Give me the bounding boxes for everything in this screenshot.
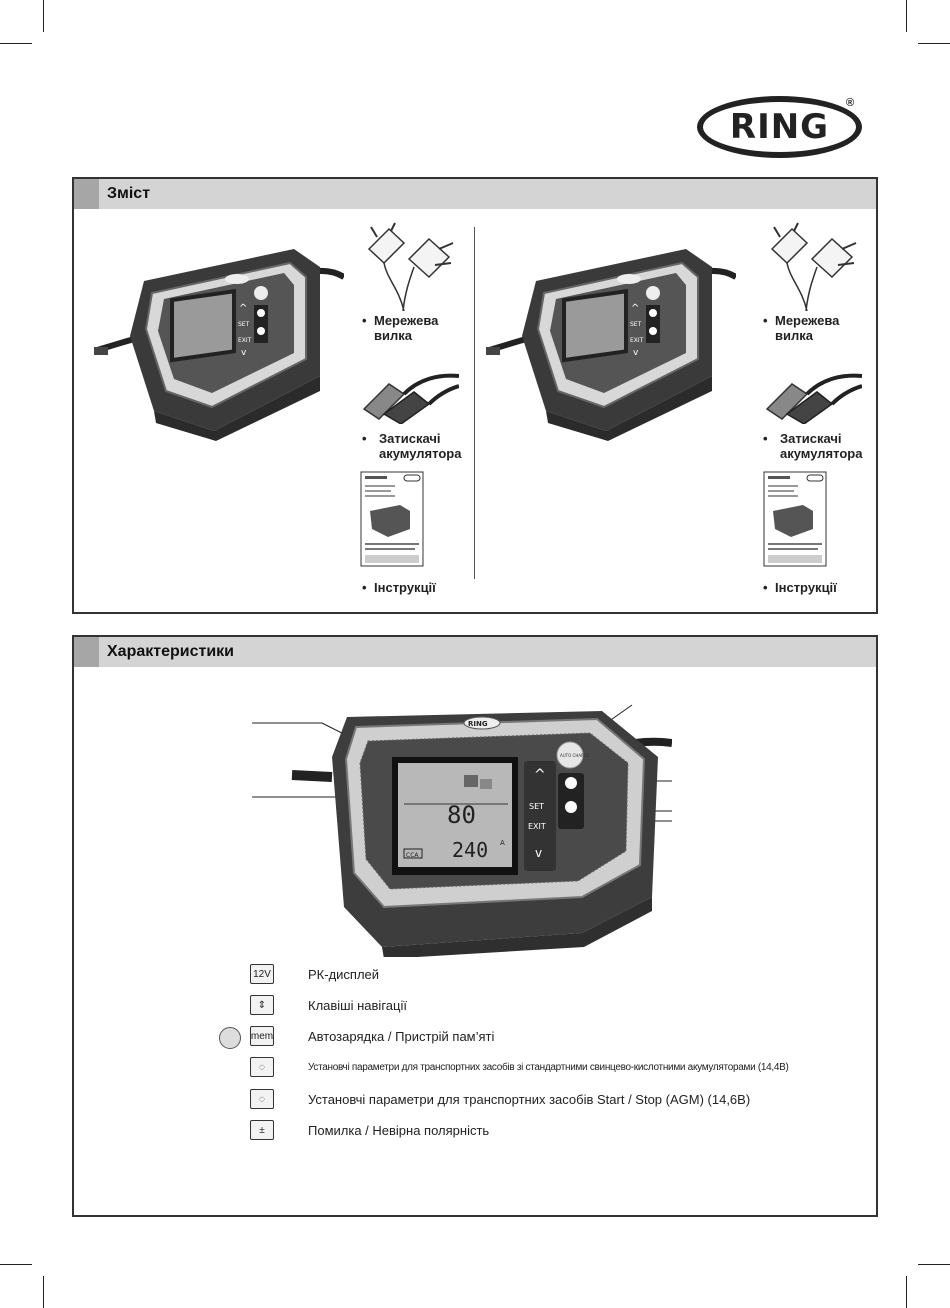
crop-mark — [43, 0, 44, 32]
svg-text:^: ^ — [631, 303, 639, 314]
feature-item-navigation: ⇕ Клавіші навігації — [74, 995, 874, 1019]
column-divider — [474, 227, 475, 579]
item-label: Мережева вилка — [374, 313, 439, 343]
svg-text:AUTO CHARGE: AUTO CHARGE — [560, 753, 590, 758]
ring-logo: RING — [697, 96, 862, 158]
instructions-booklet-image-left — [360, 471, 424, 567]
item-label: Затискачі акумулятора — [379, 431, 462, 461]
contents-section: Зміст ^ SET EXIT v — [72, 177, 878, 614]
svg-text:SET: SET — [630, 321, 642, 328]
registered-mark: ® — [846, 97, 855, 109]
contents-item-battery-clamps: • Затискачі акумулятора — [362, 431, 461, 461]
lcd-display-icon: 12V — [250, 964, 274, 984]
item-label: Мережева вилка — [775, 313, 840, 343]
memory-icon: mem — [250, 1026, 274, 1046]
mains-plug-image-right — [770, 222, 857, 311]
contents-item-instructions: • Інструкції — [362, 580, 436, 595]
svg-text:SET: SET — [529, 802, 544, 811]
auto-charge-icon — [219, 1027, 241, 1049]
mains-plug-image-left — [367, 222, 454, 311]
item-label: Інструкції — [374, 580, 436, 595]
contents-item-battery-clamps: • Затискачі акумулятора — [763, 431, 862, 461]
feature-item-polarity-error: ± Помилка / Невірна полярність — [74, 1120, 874, 1144]
feature-item-auto-charge: mem Автозарядка / Пристрій пам’яті — [74, 1026, 874, 1050]
charger-features-image: 80 240 A CCA ^ SET EXIT v AUTO CHARGE RI… — [252, 704, 672, 957]
charger-image-right: ^ SET EXIT v — [486, 249, 736, 441]
svg-text:80: 80 — [447, 801, 476, 829]
section-header: Характеристики — [74, 637, 876, 667]
svg-text:v: v — [633, 348, 639, 358]
svg-text:EXIT: EXIT — [528, 822, 546, 831]
feature-text: Автозарядка / Пристрій пам’яті — [308, 1029, 495, 1044]
feature-item-standard-battery: ◌ Установчі параметри для транспортних з… — [74, 1057, 874, 1081]
svg-text:v: v — [241, 348, 247, 358]
svg-text:EXIT: EXIT — [238, 337, 252, 344]
feature-text: Клавіші навігації — [308, 998, 407, 1013]
crop-mark — [0, 1264, 32, 1265]
crop-mark — [43, 1276, 44, 1308]
navigation-keys-icon: ⇕ — [250, 995, 274, 1015]
svg-text:EXIT: EXIT — [630, 337, 644, 344]
feature-text: Установчі параметри для транспортних зас… — [308, 1062, 789, 1073]
battery-clamps-image-right — [765, 373, 862, 424]
feature-text: Помилка / Невірна полярність — [308, 1123, 490, 1138]
section-tab — [74, 179, 99, 209]
battery-clamps-image-left — [362, 373, 459, 424]
instructions-booklet-image-right — [763, 471, 827, 567]
item-label: Інструкції — [775, 580, 837, 595]
svg-text:v: v — [535, 846, 542, 860]
feature-text: Установчі параметри для транспортних зас… — [308, 1092, 751, 1107]
bullet: • — [763, 580, 768, 595]
contents-item-instructions: • Інструкції — [763, 580, 837, 595]
feature-item-start-stop: ◌ Установчі параметри для транспортних з… — [74, 1089, 874, 1113]
crop-mark — [918, 43, 950, 44]
section-header: Зміст — [74, 179, 876, 209]
contents-item-mains-plug: • Мережева вилка — [763, 313, 839, 343]
bullet: • — [362, 580, 367, 595]
svg-text:CCA: CCA — [406, 852, 419, 859]
section-tab — [74, 637, 99, 667]
standard-battery-icon: ◌ — [250, 1057, 274, 1077]
crop-mark — [906, 1276, 907, 1308]
feature-item-lcd: 12V РК-дисплей — [74, 964, 874, 988]
bullet: • — [763, 431, 768, 446]
bullet: • — [362, 431, 367, 446]
crop-mark — [906, 0, 907, 32]
svg-text:SET: SET — [238, 321, 250, 328]
crop-mark — [918, 1264, 950, 1265]
svg-text:^: ^ — [534, 767, 546, 783]
feature-text: РК-дисплей — [308, 967, 380, 982]
logo-ellipse — [697, 96, 862, 158]
item-label: Затискачі акумулятора — [780, 431, 863, 461]
bullet: • — [362, 313, 367, 328]
svg-text:RING: RING — [468, 720, 488, 728]
bullet: • — [763, 313, 768, 328]
crop-mark — [0, 43, 32, 44]
svg-text:^: ^ — [239, 303, 247, 314]
start-stop-agm-icon: ◌ — [250, 1089, 274, 1109]
features-section: Характеристики 80 240 A CCA ^ SET — [72, 635, 878, 1217]
svg-text:A: A — [500, 839, 505, 847]
section-title: Характеристики — [107, 643, 235, 660]
polarity-error-icon: ± — [250, 1120, 274, 1140]
contents-item-mains-plug: • Мережева вилка — [362, 313, 438, 343]
section-title: Зміст — [107, 185, 151, 202]
charger-image-left: ^ SET EXIT v — [94, 249, 344, 441]
svg-text:240: 240 — [452, 838, 488, 862]
logo-text: RING — [729, 107, 830, 147]
